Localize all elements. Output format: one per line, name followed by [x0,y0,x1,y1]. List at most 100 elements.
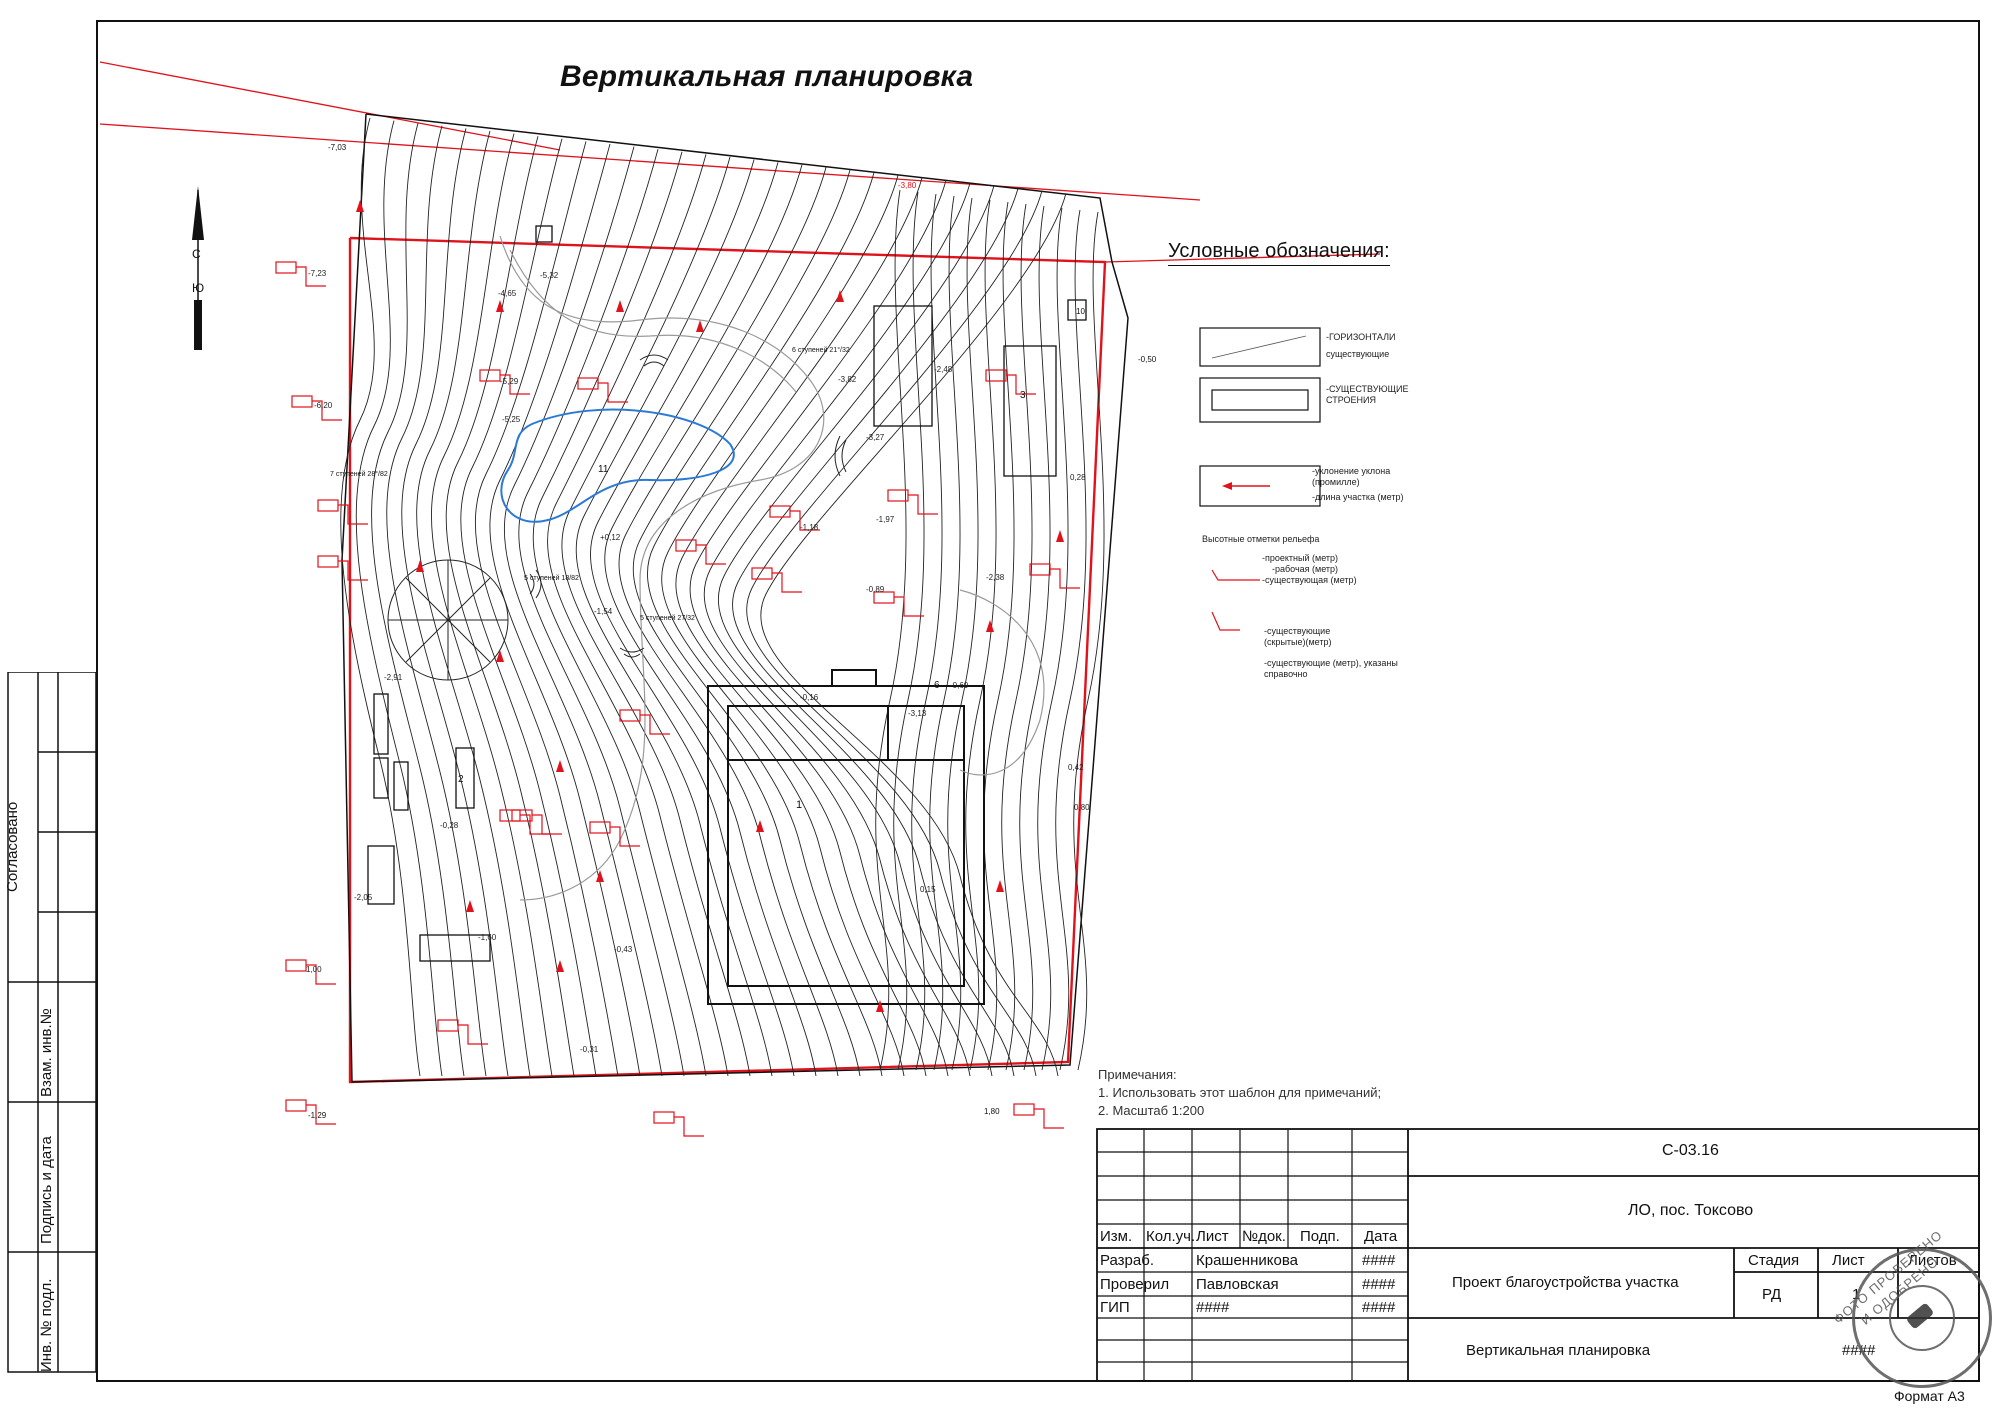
note-item: 1. Использовать этот шаблон для примечан… [1098,1085,1382,1100]
elevation-marks: -7,23-6,20-5,25-5,29-5,32-4,65-3,82-3,27… [306,269,1090,1054]
legend-text: существующие [1326,349,1390,359]
contour-line [518,149,685,1077]
contour-line [475,141,619,1077]
elevation-mark: -5,29 [500,377,519,386]
stairs-b-label: 6 ступеней 21°/32 [792,346,850,354]
legend-item-elevation: Высотные отметки рельефа -проектный (мет… [1202,534,1357,586]
bldg-main-label: 1 [796,799,802,811]
slope-arrow-icon [556,960,564,972]
elevation-callout-box [317,499,339,512]
contour-line [703,182,971,1077]
name-developer: Крашенникова [1196,1252,1298,1269]
legend-text: СТРОЕНИЯ [1326,395,1376,405]
elevation-mark: -1,18 [800,523,819,532]
contour-line [489,143,641,1077]
callout-leader [458,1024,488,1045]
notes-block: Примечания: 1. Использовать этот шаблон … [1098,1066,1381,1120]
slope-arrow-icon [996,880,1004,892]
elevation-mark: -0,16 [800,693,819,702]
location: ЛО, пос. Токсово [1628,1202,1754,1219]
callout-leader [598,382,628,403]
date-checker: #### [1362,1276,1396,1293]
pond [500,408,735,523]
callout-leader [1050,568,1080,589]
bldg-6-label: 6 [934,680,940,691]
elevation-mark: -2,38 [986,573,1005,582]
callout-leader [500,374,530,395]
contour-line [632,169,861,1077]
elevation-mark: -6,20 [314,401,333,410]
elevation-mark: -0,60 [950,681,969,690]
contour-line [911,193,943,1071]
compass-north: С [192,247,201,261]
callout-leader [306,964,336,985]
callout-leader [296,266,326,287]
stairs [529,354,847,658]
role-chief: ГИП [1100,1299,1130,1316]
legend-item-buildings: -СУЩЕСТВУЮЩИЕ СТРОЕНИЯ [1326,384,1408,406]
legend-title: Условные обозначения: [1168,240,1390,266]
elevation-mark: 0,28 [1070,473,1086,482]
elevation-mark: -3,82 [838,375,857,384]
slope-arrow-icon [496,650,504,662]
role-checker: Проверил [1100,1276,1170,1293]
legend-text: -длина участка (метр) [1312,492,1404,502]
mark-top: -3,80 [898,181,917,190]
slope-arrow-icon [416,560,424,572]
legend-item-slope: -уклонение уклона (промилле) -длина учас… [1312,466,1403,503]
callout-leader [312,400,342,421]
callout-leader [696,544,726,565]
pond-label: 11 [598,464,609,475]
legend-text: -проектный (метр) [1262,553,1339,563]
date-chief: #### [1362,1299,1396,1316]
contour-line [1055,209,1087,1071]
legend-icons [1199,327,1321,631]
contour-line [893,191,925,1071]
sheet-title: Вертикальная планировка [1466,1342,1651,1359]
elevation-callout-box [285,1099,307,1112]
elevation-callout-box [577,377,599,390]
callout-leader [1006,374,1036,395]
elevation-callout-box [751,567,773,580]
legend-text: -рабочая (метр) [1272,564,1339,574]
contour-line [965,199,997,1071]
contour-line [547,154,729,1077]
compass-south: Ю [192,281,204,295]
contour-line [401,128,509,1077]
contour-line [732,188,1019,1077]
contour-line [947,197,979,1071]
bldg-2-label: 2 [458,774,464,785]
seal-inner [1889,1285,1955,1351]
sheet-header: Лист [1832,1252,1865,1269]
slope-arrow-icon [596,870,604,882]
contour-line [416,130,531,1077]
stairs-c-label: 5 ступеней 18/82 [524,574,579,582]
legend-text: (промилле) [1312,477,1360,487]
project-name: Проект благоустройства участка [1452,1274,1679,1291]
title-block: С-03.16 ЛО, пос. Токсово Изм. Кол.уч. Ли… [1096,1128,1980,1382]
contour-line [604,164,817,1077]
elevation-mark: -1,54 [594,607,613,616]
callout-leader [520,814,550,835]
notes-heading: Примечания: [1098,1067,1177,1082]
elevation-mark: -2,48 [934,365,953,374]
elevation-mark: 0,80 [1074,803,1090,812]
elevation-callout-box [275,261,297,274]
contour-line [689,180,949,1077]
contour-line [532,151,707,1077]
stage-value: РД [1762,1286,1782,1303]
callout-leader [640,714,670,735]
slope-arrow-icon [876,1000,884,1012]
elevation-mark: -1,60 [478,933,497,942]
callout-leader [1034,1108,1064,1129]
contour-line [371,123,465,1077]
elevation-callout-box [317,555,339,568]
binding-grid [7,672,96,1373]
contour-line [1019,205,1051,1071]
slope-arrow-icon [836,290,844,302]
callout-leader [338,560,368,581]
legend-text: -существующие (метр), указаны [1264,658,1398,668]
role-developer: Разраб. [1100,1252,1155,1269]
legend-text: -существующие [1264,626,1331,636]
contour-line [386,125,487,1077]
